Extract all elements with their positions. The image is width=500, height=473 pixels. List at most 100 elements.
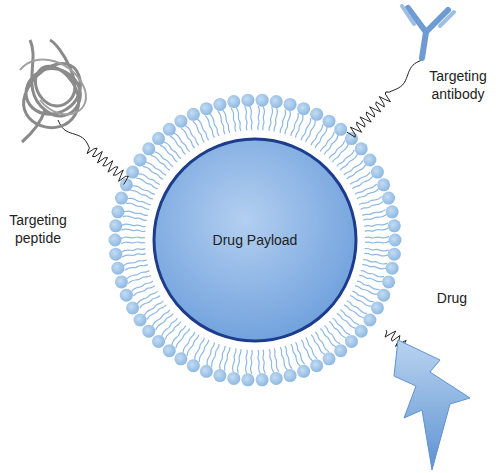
lipid-tail (274, 348, 279, 372)
core-label: Drug Payload (213, 232, 298, 249)
lipid-head (388, 248, 401, 261)
lipid-tail (315, 332, 329, 352)
lipid-tail (306, 338, 318, 359)
lipid-head (256, 373, 269, 386)
lipid-tail (352, 291, 374, 302)
lipid-tail (347, 301, 367, 314)
lipid-tail (156, 314, 173, 330)
lipid-tail (251, 350, 253, 374)
lipid-head (334, 344, 347, 357)
lipid-tail (223, 110, 230, 133)
lipid-head (213, 98, 226, 111)
lipid-head (363, 313, 376, 326)
lipid-tail (128, 198, 151, 204)
lipid-tail (210, 114, 219, 136)
lipid-head (241, 94, 254, 107)
lipid-head (310, 108, 323, 121)
lipid-tail (176, 329, 190, 349)
lipid-tail (127, 271, 150, 279)
lipid-tail (185, 126, 199, 146)
part-label: Targeting peptide (2, 212, 74, 247)
lipid-tail (132, 186, 154, 194)
lipid-tail (280, 347, 287, 370)
antibody-symbol (402, 6, 454, 58)
lipid-tail (263, 106, 265, 130)
lipid-tail (126, 203, 149, 209)
lipid-tail (365, 236, 389, 238)
lipid-tail (124, 211, 148, 215)
lipid-tail (352, 176, 372, 189)
lipid-tail (225, 347, 230, 371)
peptide-strand (22, 40, 80, 142)
lipid-tail (359, 196, 382, 204)
lipid-tail (333, 318, 350, 335)
lipid-bilayer (109, 94, 402, 387)
lipid-tail (128, 275, 151, 283)
lipid-tail (136, 178, 158, 189)
lipid-tail (121, 229, 145, 231)
lipid-head (152, 335, 165, 348)
lipid-head (109, 234, 122, 247)
lipid-tail (160, 145, 177, 162)
lipid-tail (355, 286, 377, 294)
lipid-tail (365, 248, 389, 250)
part-label: Drug (430, 290, 474, 308)
lipid-head (377, 178, 390, 191)
lipid-tail (258, 106, 260, 130)
lipid-tail (324, 325, 340, 343)
lipid-head (126, 301, 139, 314)
lipid-head (109, 219, 122, 232)
lipid-tail (315, 127, 327, 148)
lipid-tail (170, 136, 186, 154)
lipid-head (377, 289, 390, 302)
peptide-strand-loop (20, 60, 86, 115)
lipid-head (227, 372, 240, 385)
lipid-tail (236, 107, 241, 131)
lipid-head (115, 275, 128, 288)
lipid-head (111, 262, 124, 275)
lipid-tail (362, 209, 385, 215)
lipid-head (134, 313, 147, 326)
lipid-head (152, 132, 165, 145)
lipid-head (323, 115, 336, 128)
lipid-tail (285, 111, 290, 135)
lipid-tail (123, 260, 146, 266)
lipid-tail (296, 115, 303, 138)
lipid-head (355, 325, 368, 338)
lipid-head (115, 192, 128, 205)
lipid-tail (359, 275, 382, 281)
lipid-tail (122, 249, 146, 253)
lipid-tail (340, 310, 359, 325)
lipid-tail (122, 224, 146, 226)
lipid-head (345, 335, 358, 348)
tether-linker (347, 60, 422, 137)
lipid-head (389, 234, 402, 247)
lipid-tail (361, 271, 384, 277)
lipid-tail (361, 201, 384, 209)
lipid-head (109, 248, 122, 261)
lipid-tail (187, 335, 199, 356)
lipid-tail (131, 281, 153, 291)
lipid-tail (147, 305, 166, 320)
lipid-tail (258, 350, 260, 374)
lipid-tail (195, 338, 205, 360)
lipid-tail (121, 242, 145, 244)
lipid-tail (123, 216, 147, 220)
lipid-tail (329, 321, 346, 338)
lipid-tail (306, 120, 316, 142)
lipid-head (187, 108, 200, 121)
lipid-head (382, 192, 395, 205)
lipid-tail (365, 241, 389, 243)
lipid-tail (274, 108, 277, 132)
lipid-tail (138, 174, 160, 185)
lipid-tail (363, 214, 386, 220)
lipid-head (174, 352, 187, 365)
lipid-head (345, 132, 358, 145)
lipid-tail (263, 350, 265, 374)
lipid-tail (350, 296, 372, 307)
lipid-tail (350, 172, 370, 185)
lipid-head (134, 154, 147, 167)
lipid-head (388, 219, 401, 232)
lipid-tail (364, 223, 388, 227)
lipid-head (310, 359, 323, 372)
